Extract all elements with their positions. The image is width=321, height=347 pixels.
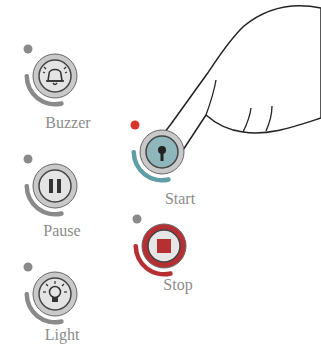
button-graphic [15,256,105,336]
stop-icon [157,239,171,253]
hand-outline [159,6,321,159]
button-face [146,136,178,168]
indicator-dot [24,263,33,272]
indicator-dot [133,215,142,224]
key-icon [158,146,166,161]
button-label: Light [22,326,102,344]
push-button: Pause [15,148,125,242]
button-label: Start [140,190,220,208]
button-label: Buzzer [28,114,108,132]
bulb-icon [43,281,67,302]
pause-icon [49,179,61,193]
indicator-dot [24,155,33,164]
button-ring [33,164,77,208]
button-face [39,60,71,92]
push-button: Stop [124,208,234,296]
button-ring [33,272,77,316]
indicator-dot [24,45,33,54]
bell-icon [43,67,67,85]
indicator-dot [131,121,140,130]
button-face [39,278,71,310]
button-graphic [15,148,105,228]
button-ring [142,224,186,268]
pointing-hand [159,6,321,159]
button-graphic [122,114,212,194]
button-ring [140,130,184,174]
button-graphic [15,38,105,118]
push-button: Buzzer [15,38,125,134]
button-label: Pause [22,222,102,240]
finger-crease [206,80,216,115]
push-button: Light [15,256,125,346]
knuckle-line [243,108,251,132]
button-label: Stop [138,276,218,294]
push-button: Start [122,114,232,210]
button-ring [33,54,77,98]
button-face [39,170,71,202]
knuckle-line [266,106,272,131]
button-face [148,230,180,262]
